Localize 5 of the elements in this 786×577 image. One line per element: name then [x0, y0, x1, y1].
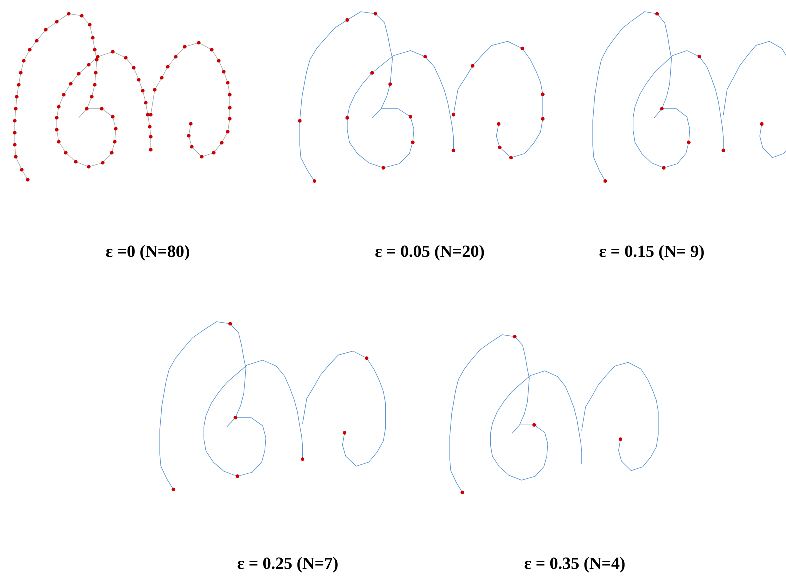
caption: ε = 0.25 (N=7) [238, 557, 338, 573]
caption: ε =0 (N=80) [106, 245, 190, 261]
caption: ε = 0.15 (N= 9) [600, 245, 704, 261]
caption: ε = 0.35 (N=4) [524, 557, 625, 573]
caption: ε = 0.05 (N=20) [376, 245, 484, 261]
